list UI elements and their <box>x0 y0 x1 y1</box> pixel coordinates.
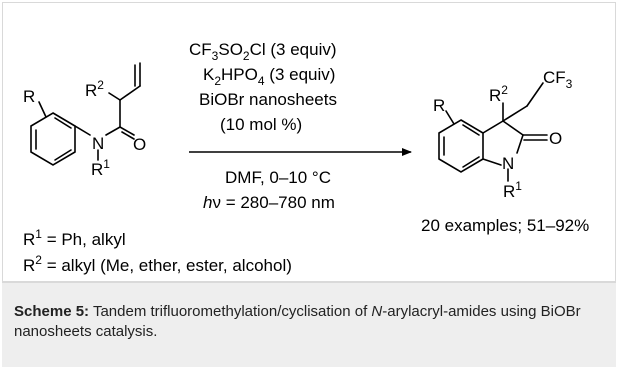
reactant-alkene-bond <box>119 85 141 101</box>
reactant-oxygen-label: O <box>133 135 146 154</box>
reagent-line-3: BiOBr nanosheets <box>199 90 337 109</box>
reactant-r2-label: R2 <box>85 78 104 100</box>
reagent-line-1: CF3SO2Cl (3 equiv) <box>189 40 337 63</box>
product-oxygen-label: O <box>549 129 562 148</box>
r2-definition: R2 = alkyl (Me, ether, ester, alcohol) <box>23 253 292 275</box>
reactant-benzene-ring <box>30 112 76 166</box>
reactant-n-carbonyl-bond <box>105 126 121 136</box>
product-ring-double-bond <box>462 124 480 136</box>
product-r-bond <box>445 110 455 125</box>
product-ring-double-bond <box>462 156 480 168</box>
product-c3a-c3-bond <box>482 120 504 134</box>
reactant-r-label: R <box>23 87 35 106</box>
reactant-ring-double-bond <box>54 149 72 161</box>
reactant-r2-bond <box>108 92 121 101</box>
product-r-label: R <box>433 96 445 115</box>
product-r2-label: R2 <box>489 83 508 105</box>
caption-label: Scheme 5: <box>14 303 90 320</box>
reagent-line-4: (10 mol %) <box>220 115 302 134</box>
reactant-structure <box>30 62 141 166</box>
product-c3-c2-bond <box>502 120 524 136</box>
r1-definition: R1 = Ph, alkyl <box>23 227 126 249</box>
condition-line-2: hν = 280–780 nm <box>203 193 335 212</box>
product-n-c7a-bond <box>482 158 502 166</box>
reactant-r1-label: R1 <box>91 157 110 179</box>
yield-note: 20 examples; 51–92% <box>421 216 589 235</box>
product-structure <box>438 82 548 182</box>
reactant-n-aryl-bond <box>74 125 91 136</box>
product-cf3-bond <box>526 82 544 107</box>
reactant-co-bond <box>119 126 135 136</box>
condition-line-1: DMF, 0–10 °C <box>225 168 331 187</box>
reaction-scheme: R R2 N O R1 CF3SO2Cl (3 equiv) K2HPO4 (3… <box>23 40 589 275</box>
reactant-ring-double-bond <box>54 117 72 129</box>
product-cf3-label: CF3 <box>543 68 573 91</box>
reactant-r-bond <box>38 101 47 118</box>
reagent-line-2: K2HPO4 (3 equiv) <box>203 65 335 88</box>
product-benzene-ring <box>438 119 484 173</box>
caption-italic-n: N <box>371 303 383 320</box>
product-r1-label: R1 <box>503 179 522 201</box>
figure-caption: Scheme 5: Tandem trifluoromethylation/cy… <box>2 282 616 367</box>
reactant-co-double <box>121 131 135 140</box>
caption-text-start: Tandem trifluoromethylation/cyclisation … <box>89 303 372 320</box>
caption-text-end: -arylacryl-amides using BiOBr nanosheets… <box>14 303 581 340</box>
scheme-panel: R R2 N O R1 CF3SO2Cl (3 equiv) K2HPO4 (3… <box>2 2 616 282</box>
product-c2-n-bond <box>516 134 524 154</box>
product-nitrogen-label: N <box>502 154 514 173</box>
product-ch2-bond <box>502 105 528 122</box>
reactant-nitrogen-label: N <box>92 134 104 153</box>
